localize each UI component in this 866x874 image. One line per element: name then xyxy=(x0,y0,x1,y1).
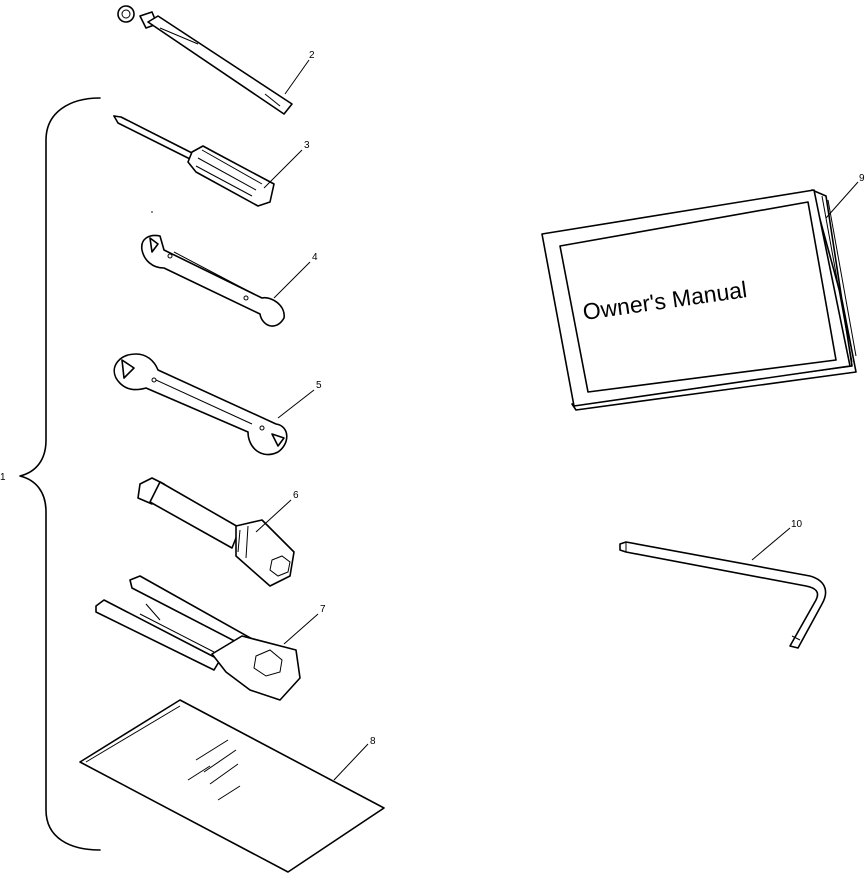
screwdriver xyxy=(113,115,275,207)
leader-7 xyxy=(283,613,319,645)
small-wrench xyxy=(140,234,285,327)
callout-9: 9 xyxy=(859,173,865,184)
leader-8 xyxy=(333,743,369,781)
screwdriver-bit xyxy=(117,5,293,115)
tool-kit-brace xyxy=(19,97,101,851)
hex-key xyxy=(619,541,827,649)
owners-manual: Owner's Manual xyxy=(541,189,857,411)
callout-8: 8 xyxy=(370,736,376,747)
callout-6: 6 xyxy=(293,490,299,501)
leader-4 xyxy=(273,261,311,299)
callout-4: 4 xyxy=(312,252,318,263)
callout-3: 3 xyxy=(304,140,310,151)
callout-1: 1 xyxy=(0,472,6,483)
tool-pouch xyxy=(79,699,385,873)
callout-10: 10 xyxy=(791,519,803,530)
large-wrench xyxy=(113,353,288,456)
tool-handle-bar xyxy=(95,575,301,701)
leader-6 xyxy=(255,499,292,533)
callout-5: 5 xyxy=(316,380,322,391)
leader-10 xyxy=(751,527,791,561)
callout-2: 2 xyxy=(309,50,315,61)
leader-3 xyxy=(263,149,303,189)
leader-9 xyxy=(825,181,859,219)
leader-2 xyxy=(284,59,310,95)
leader-5 xyxy=(277,389,315,419)
callout-7: 7 xyxy=(320,604,326,615)
spark-plug-socket xyxy=(137,477,295,587)
